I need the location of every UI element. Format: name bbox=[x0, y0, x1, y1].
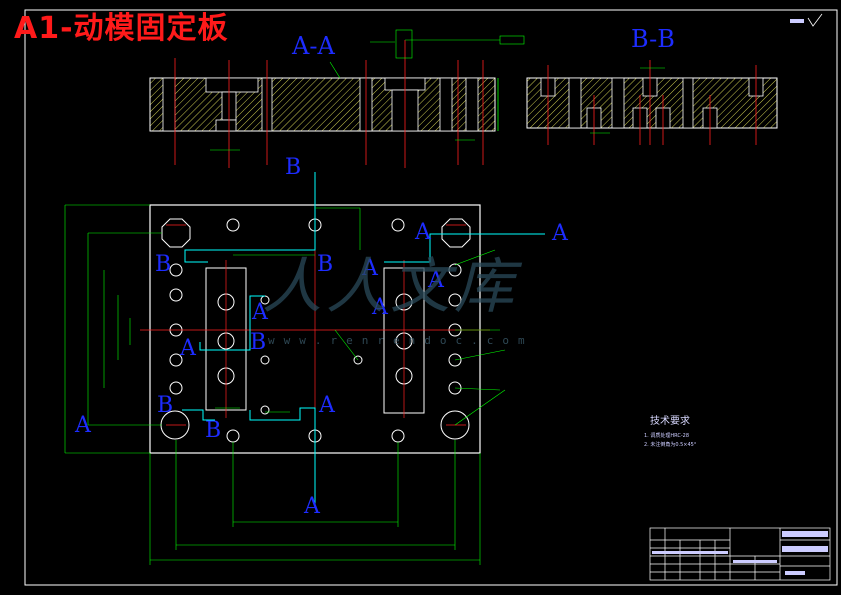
drawing-title: A1-动模固定板 bbox=[14, 11, 229, 46]
cut-label: A bbox=[252, 300, 268, 325]
cut-label: A bbox=[180, 336, 196, 361]
cut-label: A bbox=[319, 393, 335, 418]
plan-view bbox=[64, 172, 545, 565]
title-block-fills bbox=[652, 531, 828, 575]
cut-label: A bbox=[428, 268, 444, 293]
title-block bbox=[649, 527, 831, 581]
sheet-border bbox=[24, 9, 838, 586]
tech-requirements-heading: 技术要求 bbox=[650, 416, 690, 427]
section-bb-title: B-B bbox=[631, 25, 675, 53]
cut-label: A bbox=[362, 256, 378, 281]
cut-label: A bbox=[304, 494, 320, 519]
cut-label: B bbox=[250, 330, 267, 355]
cut-label: A bbox=[75, 413, 91, 438]
cut-label: B bbox=[155, 252, 172, 277]
watermark-url: www.renrendoc.com bbox=[268, 334, 534, 347]
watermark-text: 人人文库 bbox=[262, 252, 518, 322]
cut-label: B bbox=[205, 418, 222, 443]
section-bb-view bbox=[526, 60, 778, 145]
tech-note: 1. 调质处理HRC-28 bbox=[644, 433, 690, 439]
tech-note: 2. 未注倒角为0.5×45° bbox=[644, 442, 697, 448]
cut-label: A bbox=[372, 295, 388, 320]
cut-label: A bbox=[552, 221, 568, 246]
cut-label: B bbox=[317, 252, 334, 277]
roughness-symbol bbox=[790, 13, 823, 27]
section-aa-title: A-A bbox=[292, 32, 335, 60]
cut-label: A bbox=[415, 220, 431, 245]
cut-label: B bbox=[285, 155, 302, 180]
section-aa-view bbox=[149, 29, 525, 168]
cut-label: B bbox=[157, 393, 174, 418]
